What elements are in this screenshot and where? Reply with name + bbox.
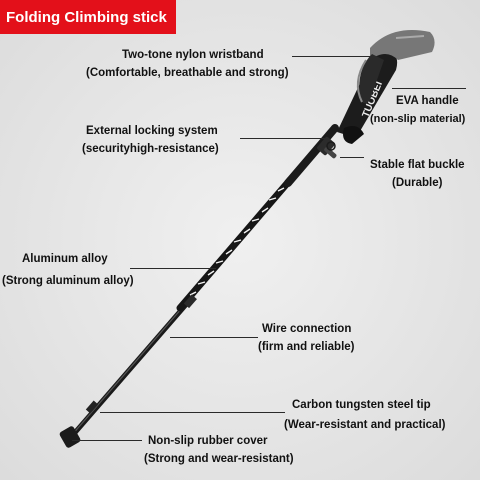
- wristband-desc: (Comfortable, breathable and strong): [86, 67, 289, 79]
- handle-top-cap: [370, 30, 435, 60]
- leader-line-rubber: [72, 440, 142, 441]
- label-wristband-desc: (Comfortable, breathable and strong): [86, 66, 289, 80]
- product-title: Folding Climbing stick: [6, 8, 167, 26]
- aluminum-title: Aluminum alloy: [22, 253, 108, 265]
- tip-title: Carbon tungsten steel tip: [292, 399, 431, 411]
- buckle-title: Stable flat buckle: [370, 159, 465, 171]
- product-title-banner: Folding Climbing stick: [0, 0, 176, 34]
- label-buckle: Stable flat buckle: [370, 158, 465, 172]
- eva-handle-desc: (non-slip material): [370, 113, 466, 125]
- label-eva-handle-desc: (non-slip material): [370, 112, 465, 126]
- label-eva-handle: EVA handle: [396, 94, 459, 108]
- buckle-desc: (Durable): [392, 177, 443, 189]
- tip-desc: (Wear-resistant and practical): [284, 419, 446, 431]
- label-buckle-desc: (Durable): [392, 176, 442, 190]
- label-wristband: Two-tone nylon wristband: [122, 48, 264, 62]
- rubber-title: Non-slip rubber cover: [148, 435, 268, 447]
- flat-buckle: [326, 141, 336, 151]
- middle-shaft: [176, 176, 294, 312]
- eva-handle-title: EVA handle: [396, 95, 459, 107]
- upper-shaft: [284, 124, 339, 187]
- leader-line-wristband: [292, 56, 370, 57]
- label-tip: Carbon tungsten steel tip: [292, 398, 431, 412]
- label-aluminum-desc: (Strong aluminum alloy): [2, 274, 134, 288]
- rubber-tip-cover: [59, 426, 81, 448]
- leader-line-eva: [392, 88, 466, 89]
- locking-title: External locking system: [86, 125, 218, 137]
- lower-shaft: [69, 297, 193, 439]
- label-wire-desc: (firm and reliable): [258, 340, 355, 354]
- wristband-strap: [359, 54, 384, 104]
- label-locking-desc: (securityhigh-resistance): [82, 142, 219, 156]
- leader-line-locking: [240, 138, 326, 139]
- handle-bottom-flare: [343, 126, 364, 144]
- label-wire: Wire connection: [262, 322, 351, 336]
- label-tip-desc: (Wear-resistant and practical): [284, 418, 445, 432]
- label-rubber: Non-slip rubber cover: [148, 434, 268, 448]
- wristband-title: Two-tone nylon wristband: [122, 49, 264, 61]
- locking-desc: (securityhigh-resistance): [82, 143, 219, 155]
- wire-title: Wire connection: [262, 323, 352, 335]
- label-rubber-desc: (Strong and wear-resistant): [144, 452, 294, 466]
- leader-line-wire: [170, 337, 258, 338]
- label-aluminum: Aluminum alloy: [22, 252, 108, 266]
- aluminum-desc: (Strong aluminum alloy): [2, 275, 134, 287]
- leader-line-tip: [100, 412, 285, 413]
- leader-line-buckle: [340, 157, 364, 158]
- wire-desc: (firm and reliable): [258, 341, 355, 353]
- shaft-collar-lower: [85, 400, 99, 414]
- leader-line-aluminum: [130, 268, 216, 269]
- rubber-desc: (Strong and wear-resistant): [144, 453, 294, 465]
- shaft-pattern: [189, 187, 285, 296]
- label-locking: External locking system: [86, 124, 218, 138]
- wire-connection-joint: [183, 294, 197, 309]
